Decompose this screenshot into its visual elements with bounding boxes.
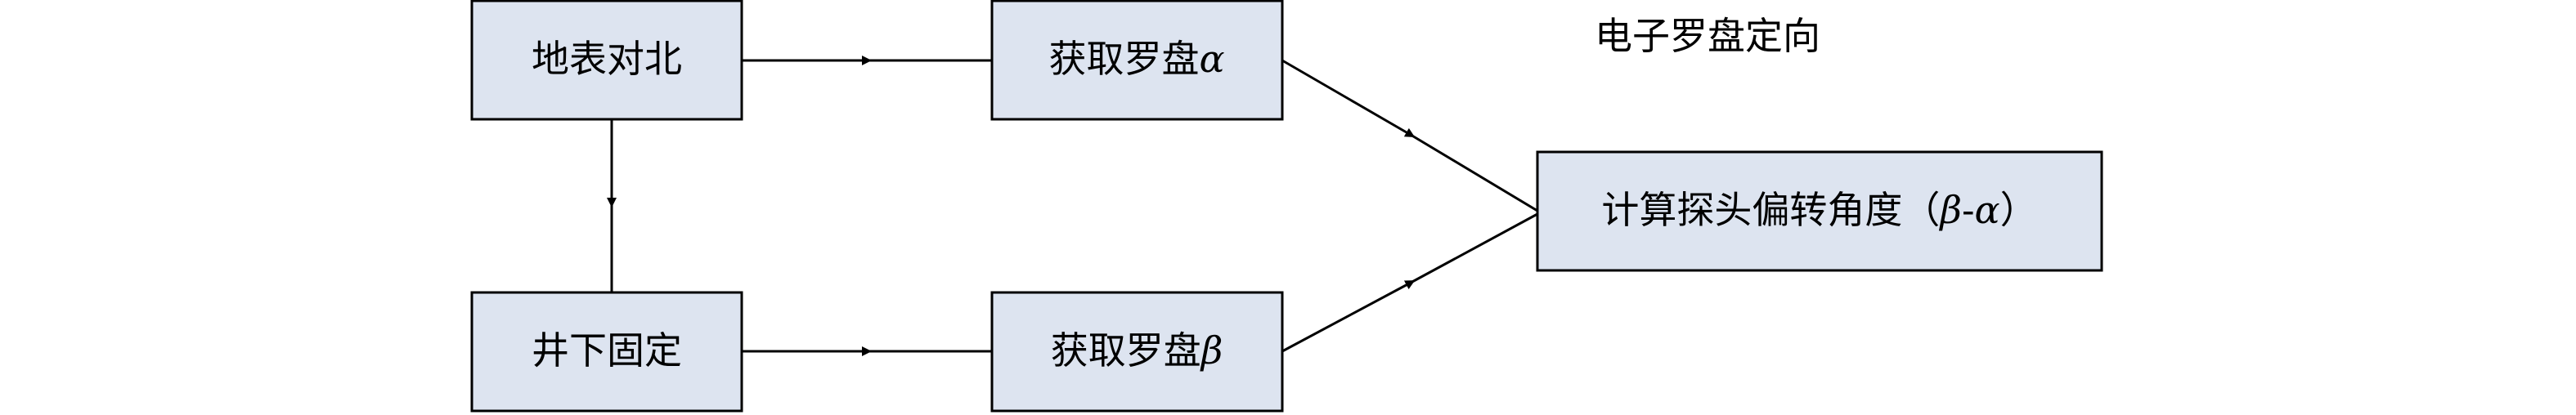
compute-beta-symbol: β xyxy=(1938,188,1962,232)
edge-alpha-to-compute-tail xyxy=(1410,133,1538,212)
beta-symbol: β xyxy=(1200,328,1223,373)
node-get-beta-label: 获取罗盘β xyxy=(1051,328,1223,373)
compute-close-paren: ） xyxy=(2000,188,2038,232)
edge-beta-to-compute-tail xyxy=(1410,212,1538,284)
node-underground-fix-label: 井下固定 xyxy=(532,328,682,373)
node-get-alpha-text: 获取罗盘 xyxy=(1048,37,1199,81)
node-compute-label: 计算探头偏转角度（β-α） xyxy=(1601,188,2037,232)
node-get-beta-box xyxy=(990,291,1284,413)
node-get-alpha-label: 获取罗盘α xyxy=(1048,37,1224,81)
alpha-symbol: α xyxy=(1199,37,1224,81)
compute-alpha-symbol: α xyxy=(1975,188,2000,232)
node-compute: 计算探头偏转角度（β-α） xyxy=(1536,150,2103,272)
node-underground-fix-box xyxy=(470,291,743,413)
node-compute-text: 计算探头偏转角度（ xyxy=(1601,188,1940,232)
edge-alpha-to-compute xyxy=(1281,59,1416,138)
node-surface-north-label: 地表对北 xyxy=(532,37,682,81)
node-compute-box xyxy=(1536,150,2103,272)
diagram-title: 电子罗盘定向 xyxy=(1595,14,1820,58)
compute-dash: - xyxy=(1962,188,1975,232)
edge-beta-to-compute xyxy=(1281,280,1416,353)
node-get-beta-text: 获取罗盘 xyxy=(1051,328,1201,373)
node-get-alpha: 获取罗盘α xyxy=(990,0,1284,121)
node-surface-north-box xyxy=(470,0,743,121)
node-get-alpha-box xyxy=(990,0,1284,121)
node-get-beta: 获取罗盘β xyxy=(990,291,1284,413)
node-surface-north: 地表对北 xyxy=(470,0,743,121)
node-underground-fix: 井下固定 xyxy=(470,291,743,413)
